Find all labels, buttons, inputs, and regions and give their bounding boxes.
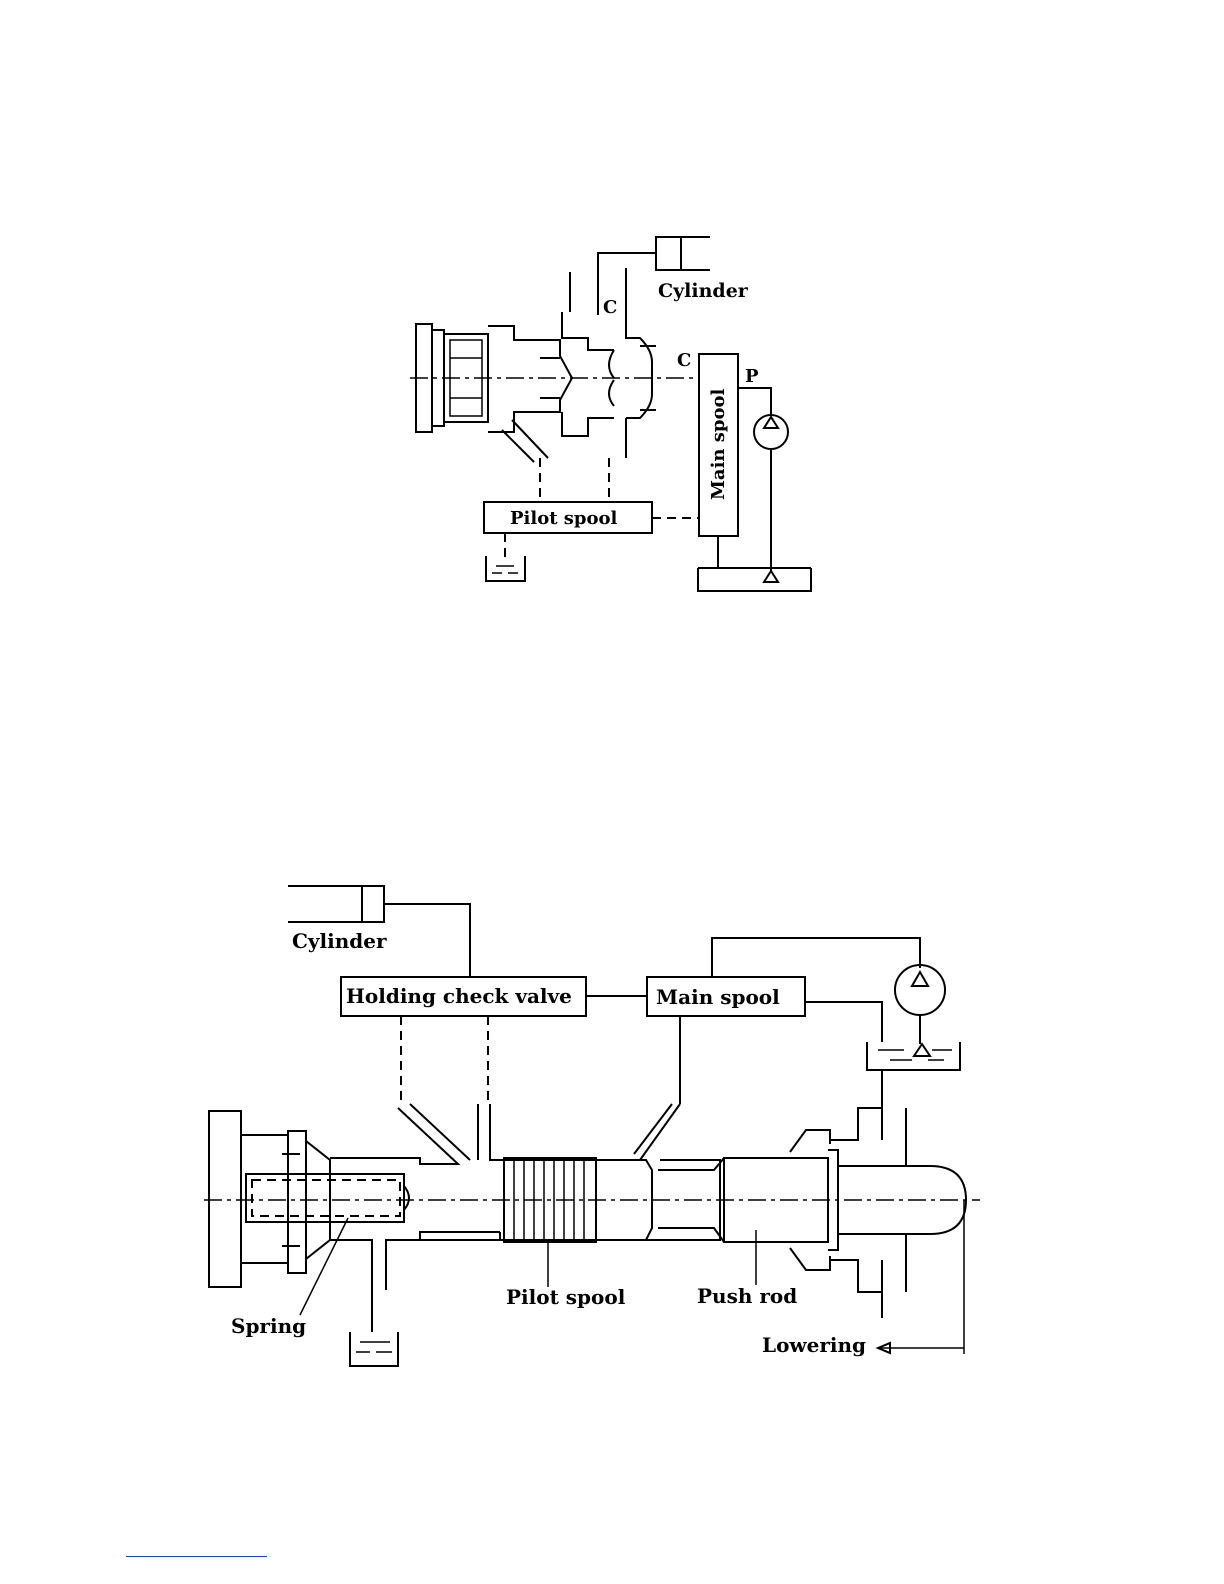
top-figure: Cylinder C Main spool bbox=[410, 237, 811, 591]
top-port-p-label: P bbox=[745, 366, 759, 387]
bottom-valve-body bbox=[204, 1070, 980, 1318]
top-main-spool-label: Main spool bbox=[708, 388, 729, 500]
push-rod-label: Push rod bbox=[697, 1284, 797, 1308]
lowering-label: Lowering bbox=[762, 1333, 866, 1357]
bottom-cylinder-label: Cylinder bbox=[292, 929, 387, 953]
top-pump-symbol bbox=[738, 388, 788, 582]
top-tank-left bbox=[486, 556, 525, 581]
top-tank-right bbox=[698, 568, 811, 591]
bottom-tank-left bbox=[350, 1290, 398, 1366]
spring-label: Spring bbox=[231, 1314, 306, 1338]
top-port-c-upper-label: C bbox=[603, 297, 617, 318]
top-check-valve-body bbox=[410, 312, 700, 462]
bottom-pilot-spool-label: Pilot spool bbox=[506, 1285, 626, 1309]
bottom-figure: Cylinder Holding check valve Main spool bbox=[204, 886, 980, 1366]
top-pilot-spool-label: Pilot spool bbox=[510, 508, 618, 529]
footnote-rule bbox=[126, 1556, 267, 1557]
top-cylinder-label: Cylinder bbox=[658, 280, 749, 302]
top-port-c-main-label: C bbox=[677, 350, 691, 371]
holding-check-valve-label: Holding check valve bbox=[346, 984, 572, 1008]
bottom-main-spool-label: Main spool bbox=[656, 985, 780, 1009]
